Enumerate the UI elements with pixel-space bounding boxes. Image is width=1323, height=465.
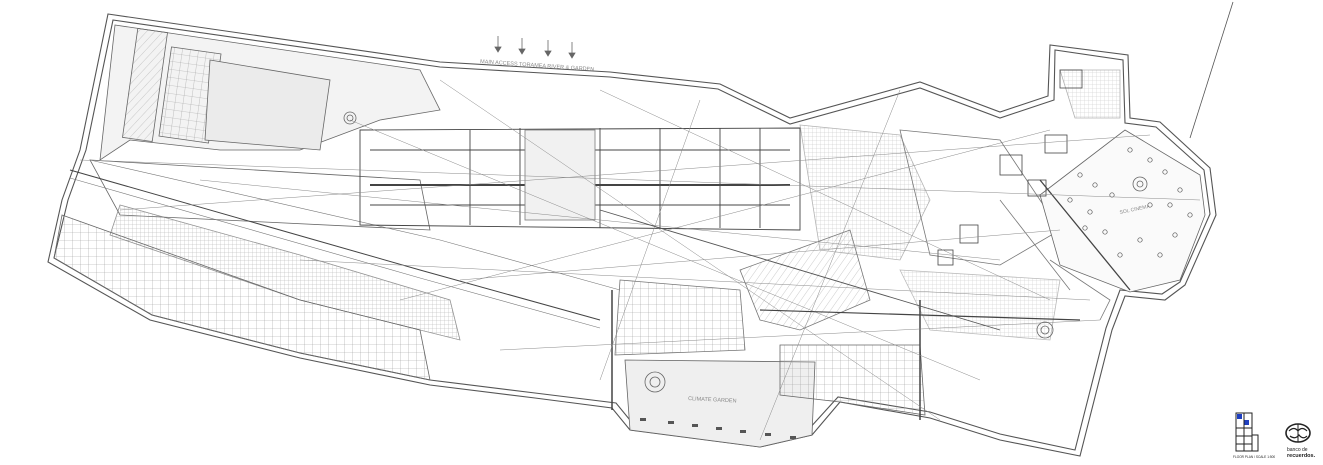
plaza-marker	[1162, 169, 1168, 175]
plaza-marker	[1137, 237, 1143, 243]
plaza-marker	[1067, 197, 1073, 203]
spiral-stairs	[343, 111, 1148, 393]
label-bottom-area: CLIMATE GARDEN	[688, 396, 737, 405]
plaza-marker	[1127, 147, 1133, 153]
plaza-marker	[1117, 252, 1123, 258]
central-structure	[359, 127, 801, 231]
door-markers	[640, 418, 796, 439]
plaza-marker	[1167, 202, 1173, 208]
overlay-lines	[79, 79, 1201, 441]
left-upper-block	[89, 24, 441, 231]
right-plaza	[937, 69, 1206, 321]
plaza-marker	[1077, 172, 1083, 178]
plaza-marker	[1087, 209, 1093, 215]
logo-line-2: recuerdos.	[1287, 453, 1316, 459]
plaza-marker	[1147, 202, 1153, 208]
building-elevation-icon	[1235, 412, 1259, 452]
plaza-markers	[1067, 147, 1193, 258]
plaza-marker	[1187, 212, 1193, 218]
entrance-arrow-icon	[494, 36, 576, 59]
plaza-marker	[1177, 187, 1183, 193]
left-parking-grid	[53, 159, 621, 381]
plan-caption: FLOOR PLAN / SCALE 1:500	[1233, 455, 1275, 459]
logo-line-1: banco de	[1287, 447, 1308, 453]
plaza-marker	[1102, 229, 1108, 235]
plaza-marker	[1092, 182, 1098, 188]
reference-line	[1189, 1, 1234, 139]
brain-logo-icon	[1285, 423, 1311, 443]
central-angled-blocks	[614, 124, 1061, 356]
plaza-marker	[1082, 225, 1088, 231]
plaza-marker	[1109, 192, 1115, 198]
plaza-marker	[1172, 232, 1178, 238]
plaza-marker	[1147, 157, 1153, 163]
plaza-marker	[1157, 252, 1163, 258]
bottom-rooms	[611, 290, 926, 448]
